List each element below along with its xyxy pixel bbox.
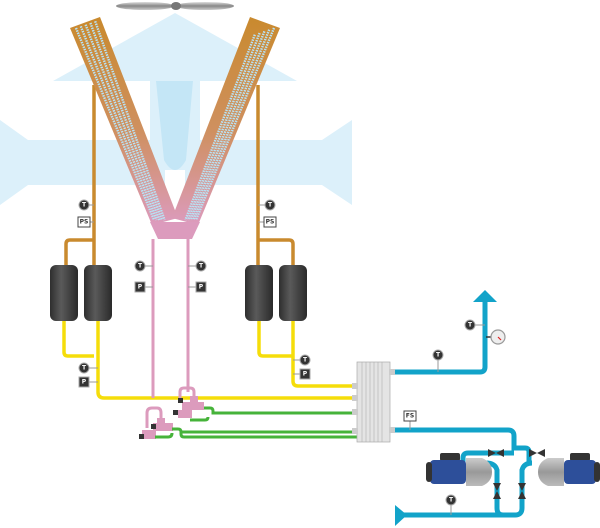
sensor-label: T — [199, 263, 204, 270]
pressure-switch-sensor: PS — [258, 216, 277, 228]
expansion-valve-3 — [151, 418, 173, 431]
hot-gas-line-left — [64, 85, 96, 268]
temp-sensor: T — [445, 494, 457, 515]
water-valves — [488, 449, 545, 499]
evaporator-coil — [70, 17, 280, 239]
temp-sensor: T — [188, 260, 207, 272]
water-inlet-arrow — [395, 505, 407, 526]
water-lines — [395, 302, 533, 518]
sensor-label: T — [303, 357, 308, 364]
water-return-line — [395, 427, 532, 462]
compressor-2 — [84, 265, 112, 321]
pump-2 — [538, 453, 600, 486]
pressure-sensor: P — [188, 281, 207, 293]
airflow-core — [156, 81, 193, 170]
heat-exchanger — [352, 361, 395, 443]
water-outlet-arrow — [473, 290, 497, 302]
expansion-valve-2 — [173, 410, 192, 418]
liquid-lines — [62, 321, 357, 400]
temp-sensor: T — [293, 354, 311, 366]
fan-icon — [116, 2, 234, 10]
sensor-label: P — [303, 371, 308, 378]
valve-3 — [493, 483, 501, 499]
coil-manifold — [150, 222, 200, 239]
hot-gas-lines — [64, 85, 295, 268]
airflow — [0, 13, 352, 205]
sensor-label: P — [199, 284, 204, 291]
temp-sensor: T — [464, 319, 485, 331]
expansion-valve-1 — [178, 396, 204, 410]
sensor-label: T — [268, 202, 273, 209]
valve-1 — [488, 449, 504, 457]
flow-switch-sensor: FS — [403, 410, 417, 430]
sensor-label: P — [82, 379, 87, 386]
pressure-sensor: P — [78, 376, 98, 388]
compressors — [50, 265, 307, 321]
hot-gas-line-right — [256, 85, 295, 268]
valve-4 — [518, 483, 526, 499]
sensor-label: T — [82, 202, 87, 209]
pump-1 — [426, 453, 492, 486]
sensor-label: T — [436, 352, 441, 359]
sensor-label: T — [82, 365, 87, 372]
temp-sensor: T — [78, 199, 94, 211]
sensor-label: PS — [80, 219, 89, 226]
temp-sensor: T — [78, 362, 98, 374]
expansion-valve-4 — [139, 430, 156, 439]
liquid-line-left — [62, 321, 357, 400]
valve-2 — [529, 449, 545, 457]
pressure-sensor: P — [134, 281, 153, 293]
compressor-3 — [245, 265, 273, 321]
green-lines — [155, 406, 357, 439]
sensor-label: T — [138, 263, 143, 270]
pressure-switch-sensor: PS — [77, 216, 94, 228]
pressure-gauge-icon — [486, 329, 506, 345]
temp-sensor: T — [432, 349, 444, 372]
water-supply-line — [395, 302, 488, 375]
sensor-label: PS — [266, 219, 275, 226]
compressor-1 — [50, 265, 78, 321]
sensor-label: T — [468, 322, 473, 329]
sensor-label: T — [449, 497, 454, 504]
compressor-4 — [279, 265, 307, 321]
temp-sensor: T — [134, 260, 153, 272]
pressure-sensor: P — [293, 368, 311, 380]
liquid-line-right — [257, 321, 357, 388]
sensor-label: FS — [406, 413, 414, 420]
expansion-valves — [139, 396, 204, 439]
sensor-label: P — [138, 284, 143, 291]
temp-sensor: T — [258, 199, 276, 211]
